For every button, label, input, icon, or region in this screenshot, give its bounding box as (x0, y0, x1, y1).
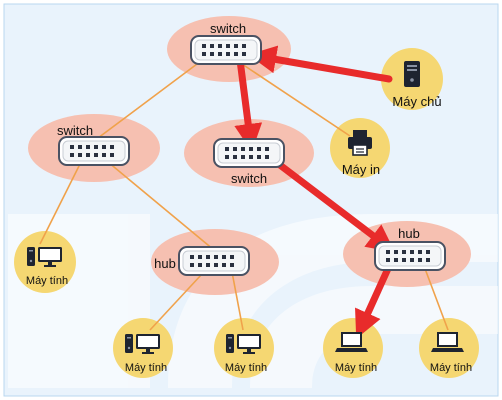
laptop-1-label: Máy tính (335, 362, 377, 374)
flow-arrow-switch-mid-to-hub-right (268, 155, 396, 253)
network-switch-icon (58, 136, 130, 166)
flow-arrow-hub-right-to-laptop-1 (355, 258, 395, 339)
pc-left-label: Máy tính (26, 275, 68, 287)
hub-left-label: hub (154, 256, 176, 271)
switch-top-label: switch (210, 21, 246, 36)
switch-left-label: switch (57, 123, 93, 138)
printer-label: Máy in (342, 162, 380, 177)
link-switch-left-to-pc-left (39, 163, 81, 245)
pc-bottom-2-label: Máy tính (225, 362, 267, 374)
network-hub-icon (374, 241, 446, 271)
flow-arrow-switch-top-to-switch-mid (234, 56, 263, 152)
link-hub-right-to-laptop-2 (423, 265, 449, 331)
switch-mid-label: switch (231, 171, 267, 186)
link-switch-top-to-switch-left (97, 57, 206, 139)
link-switch-left-to-hub-left (107, 161, 215, 251)
laptop-2-label: Máy tính (430, 362, 472, 374)
network-switch-icon (213, 138, 285, 168)
link-hub-left-to-pc-bottom-2 (231, 271, 244, 331)
server-label: Máy chủ (392, 94, 441, 109)
link-hub-left-to-pc-bottom-1 (149, 273, 203, 331)
network-switch-icon (190, 35, 262, 65)
pc-bottom-1-label: Máy tính (125, 362, 167, 374)
flow-arrow-server-to-switch-top (248, 45, 393, 83)
hub-right-label: hub (398, 226, 420, 241)
network-hub-icon (178, 246, 250, 276)
server-icon (404, 61, 420, 87)
printer-icon (348, 130, 372, 156)
